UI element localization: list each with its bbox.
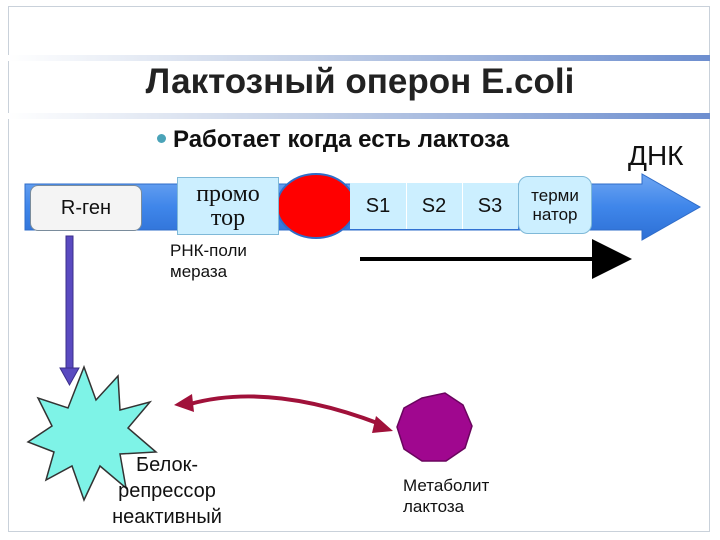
rna-polymerase-shape bbox=[276, 173, 356, 239]
title-rule-top bbox=[8, 55, 710, 61]
slide-frame bbox=[8, 6, 710, 532]
slide-title: Лактозный оперон E.coli bbox=[145, 62, 575, 101]
down-arrow-shaft bbox=[65, 235, 74, 371]
gene-divider bbox=[462, 183, 463, 229]
terminator-label: терми натор bbox=[531, 186, 579, 224]
structural-gene-label: S2 bbox=[421, 194, 447, 217]
dna-label: ДНК bbox=[628, 140, 684, 171]
interaction-arrow-head-right bbox=[372, 416, 393, 433]
metabolite-label: Метаболит лактоза bbox=[403, 476, 490, 516]
bullet-dot-icon bbox=[157, 134, 166, 144]
gene-divider bbox=[406, 183, 407, 229]
terminator-box: терми натор bbox=[518, 176, 592, 234]
structural-gene-s2: S2 bbox=[406, 183, 462, 229]
structural-gene-label: S3 bbox=[477, 194, 503, 217]
promoter-label: промо тор bbox=[196, 181, 260, 231]
metabolite-shape bbox=[396, 392, 473, 462]
interaction-arrow bbox=[189, 394, 381, 426]
structural-gene-label: S1 bbox=[365, 194, 391, 217]
structural-gene-s3: S3 bbox=[462, 183, 518, 229]
structural-gene-s1: S1 bbox=[350, 183, 406, 229]
r-gene-box: R-ген bbox=[30, 185, 142, 231]
title-rule-bottom bbox=[8, 113, 710, 119]
interaction-arrow-head-left bbox=[174, 394, 194, 412]
repressor-star-icon bbox=[26, 364, 158, 502]
promoter-box: промо тор bbox=[177, 177, 279, 235]
rna-polymerase-label: РНК-поли мераза bbox=[170, 241, 247, 281]
repressor-label: Белок- репрессор неактивный bbox=[112, 454, 222, 528]
bullet-item: Работает когда есть лактоза bbox=[157, 126, 509, 154]
r-gene-label: R-ген bbox=[60, 196, 112, 219]
bullet-text: Работает когда есть лактоза bbox=[173, 126, 510, 153]
down-arrow-head bbox=[59, 367, 80, 387]
